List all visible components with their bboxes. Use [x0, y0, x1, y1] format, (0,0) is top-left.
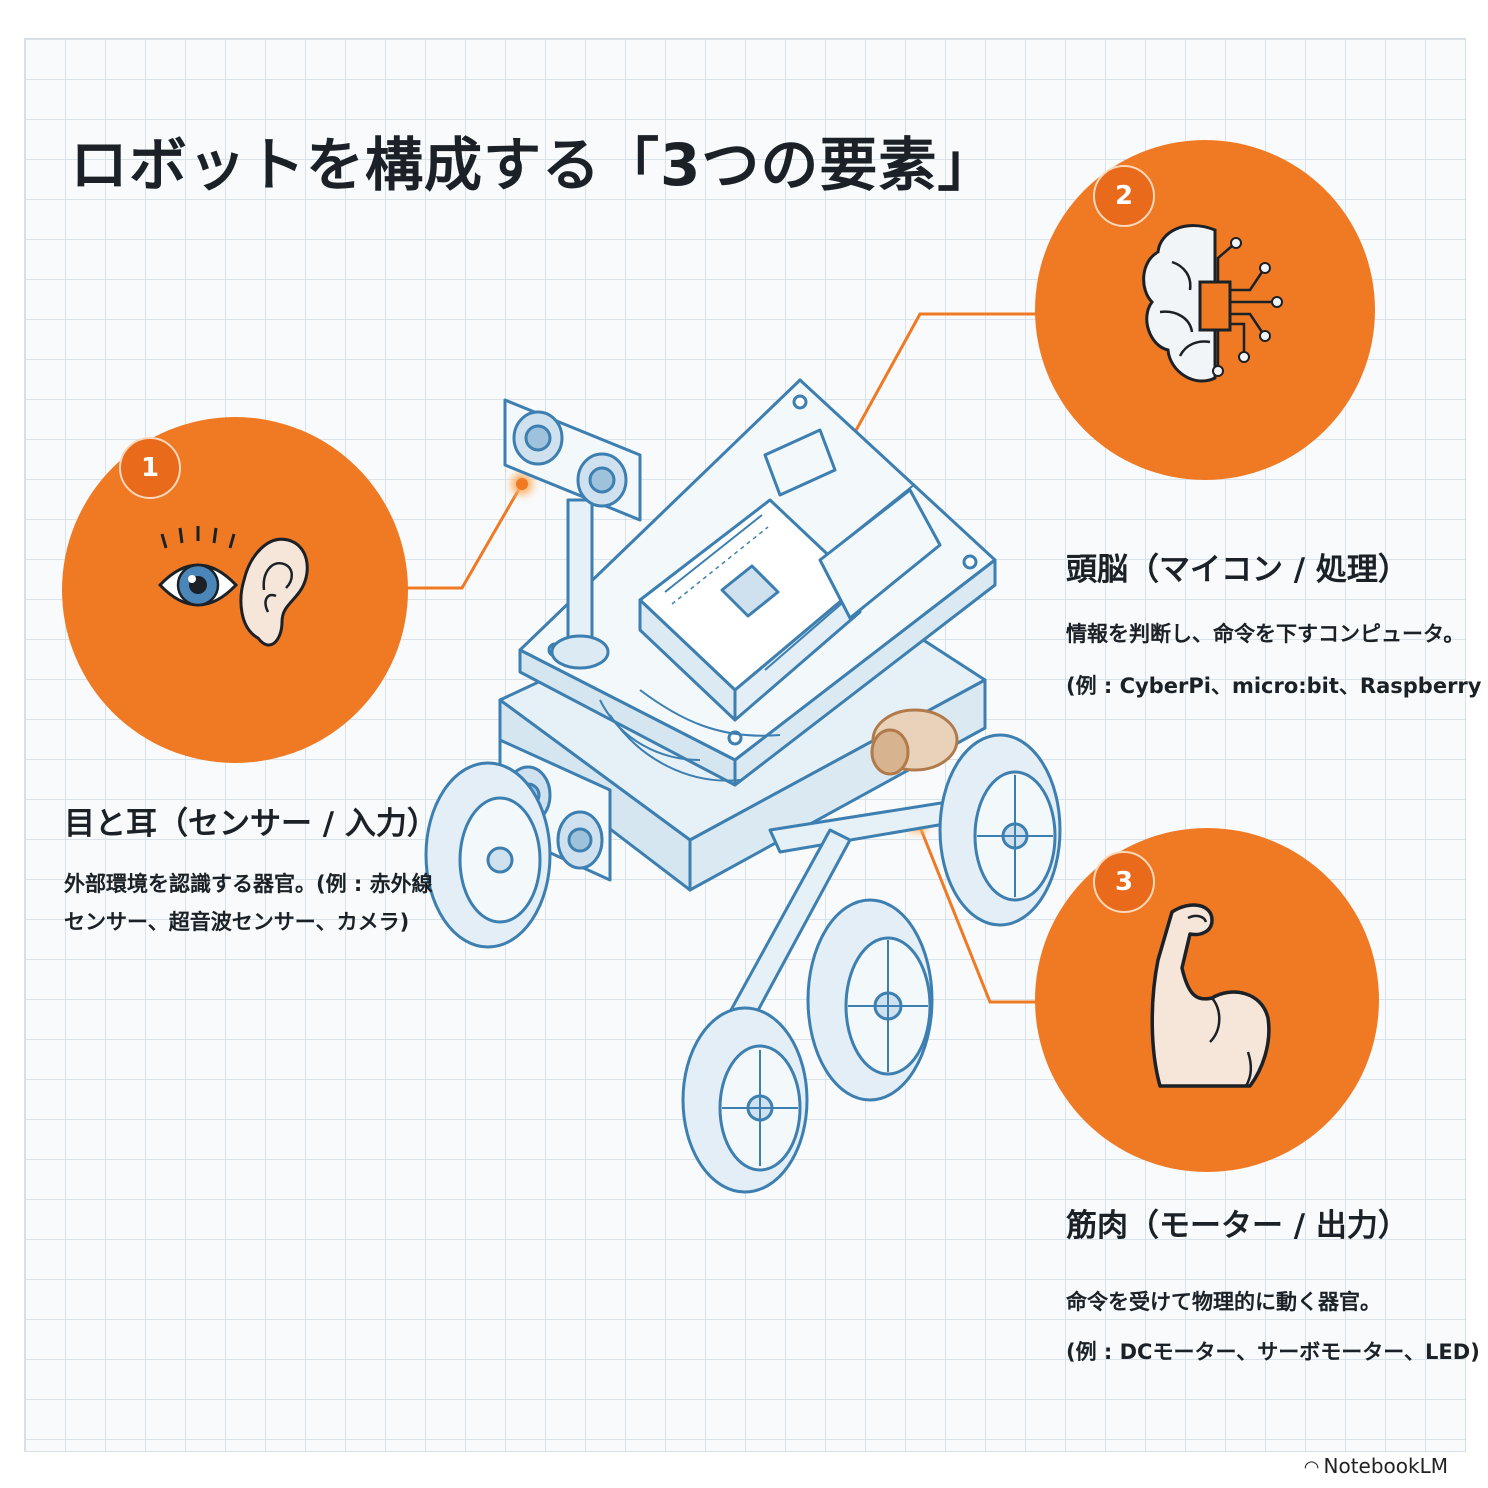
motor-description-line-1: 命令を受けて物理的に動く器官。: [1066, 1290, 1381, 1314]
robot-rover-illustration: [424, 378, 1062, 1194]
badge-number-1: 1: [140, 453, 160, 483]
brain-heading: 頭脳（マイコン / 処理）: [1066, 552, 1409, 588]
brand-label: NotebookLM: [1323, 1454, 1449, 1478]
sensor-description-line-1: 外部環境を認識する器官。(例 : 赤外線: [64, 872, 433, 896]
wheel: [806, 898, 934, 1102]
sensor-element-circle: [62, 417, 408, 763]
ear-icon: [239, 537, 309, 647]
flexed-arm-icon: [1150, 903, 1271, 1088]
wheel: [424, 761, 552, 949]
notebooklm-watermark: ◠NotebookLM: [1304, 1454, 1448, 1478]
brain-description-line-2: (例 : CyberPi、micro:bit、Raspberry Pi): [1066, 674, 1488, 698]
motor-heading: 筋肉（モーター / 出力）: [1066, 1208, 1409, 1244]
badge-number-3: 3: [1114, 867, 1134, 897]
motor-element-circle: [1035, 828, 1379, 1172]
wheel: [681, 1006, 809, 1194]
wheel: [938, 733, 1062, 927]
brain-chip-icon: [1142, 224, 1283, 383]
brain-description-line-1: 情報を判断し、命令を下すコンピュータ。: [1066, 622, 1465, 646]
motor-description-line-2: (例 : DCモーター、サーボモーター、LED): [1066, 1340, 1480, 1364]
notebooklm-logo-icon: ◠: [1303, 1457, 1320, 1478]
sensor-heading: 目と耳（センサー / 入力）: [64, 806, 438, 842]
eye-icon: [157, 526, 239, 607]
badge-number-2: 2: [1114, 181, 1134, 211]
sensor-description-line-2: センサー、超音波センサー、カメラ): [64, 910, 410, 934]
brain-element-circle: [1035, 140, 1375, 480]
page-title: ロボットを構成する「3つの要素」: [70, 131, 997, 199]
